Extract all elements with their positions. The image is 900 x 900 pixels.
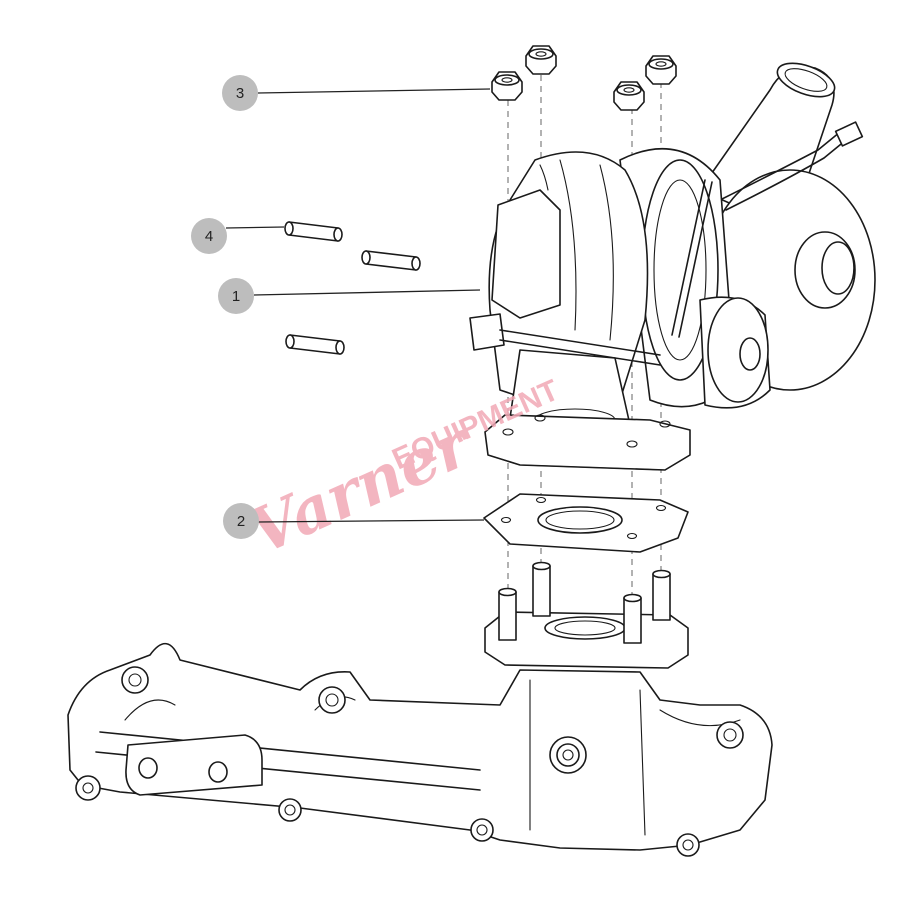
flange-nuts [491,45,677,111]
callout-1: 1 [218,278,254,314]
exhaust-manifold [67,561,773,857]
flange-nut [491,71,523,101]
callout-label: 4 [205,228,213,245]
callout-4: 4 [191,218,227,254]
flange-nut [645,55,677,85]
manifold-bolts [75,666,744,857]
turbocharger [469,62,876,471]
stud [361,250,421,271]
stud [285,334,345,355]
studs [284,221,421,355]
callout-leaders [225,88,491,523]
callout-label: 2 [237,513,245,530]
callout-2: 2 [223,503,259,539]
callout-label: 1 [232,288,240,305]
flange-nut [525,45,557,75]
stud [284,221,343,242]
callout-label: 3 [236,85,244,102]
gasket [483,493,689,553]
flange-nut [613,81,645,111]
callout-3: 3 [222,75,258,111]
